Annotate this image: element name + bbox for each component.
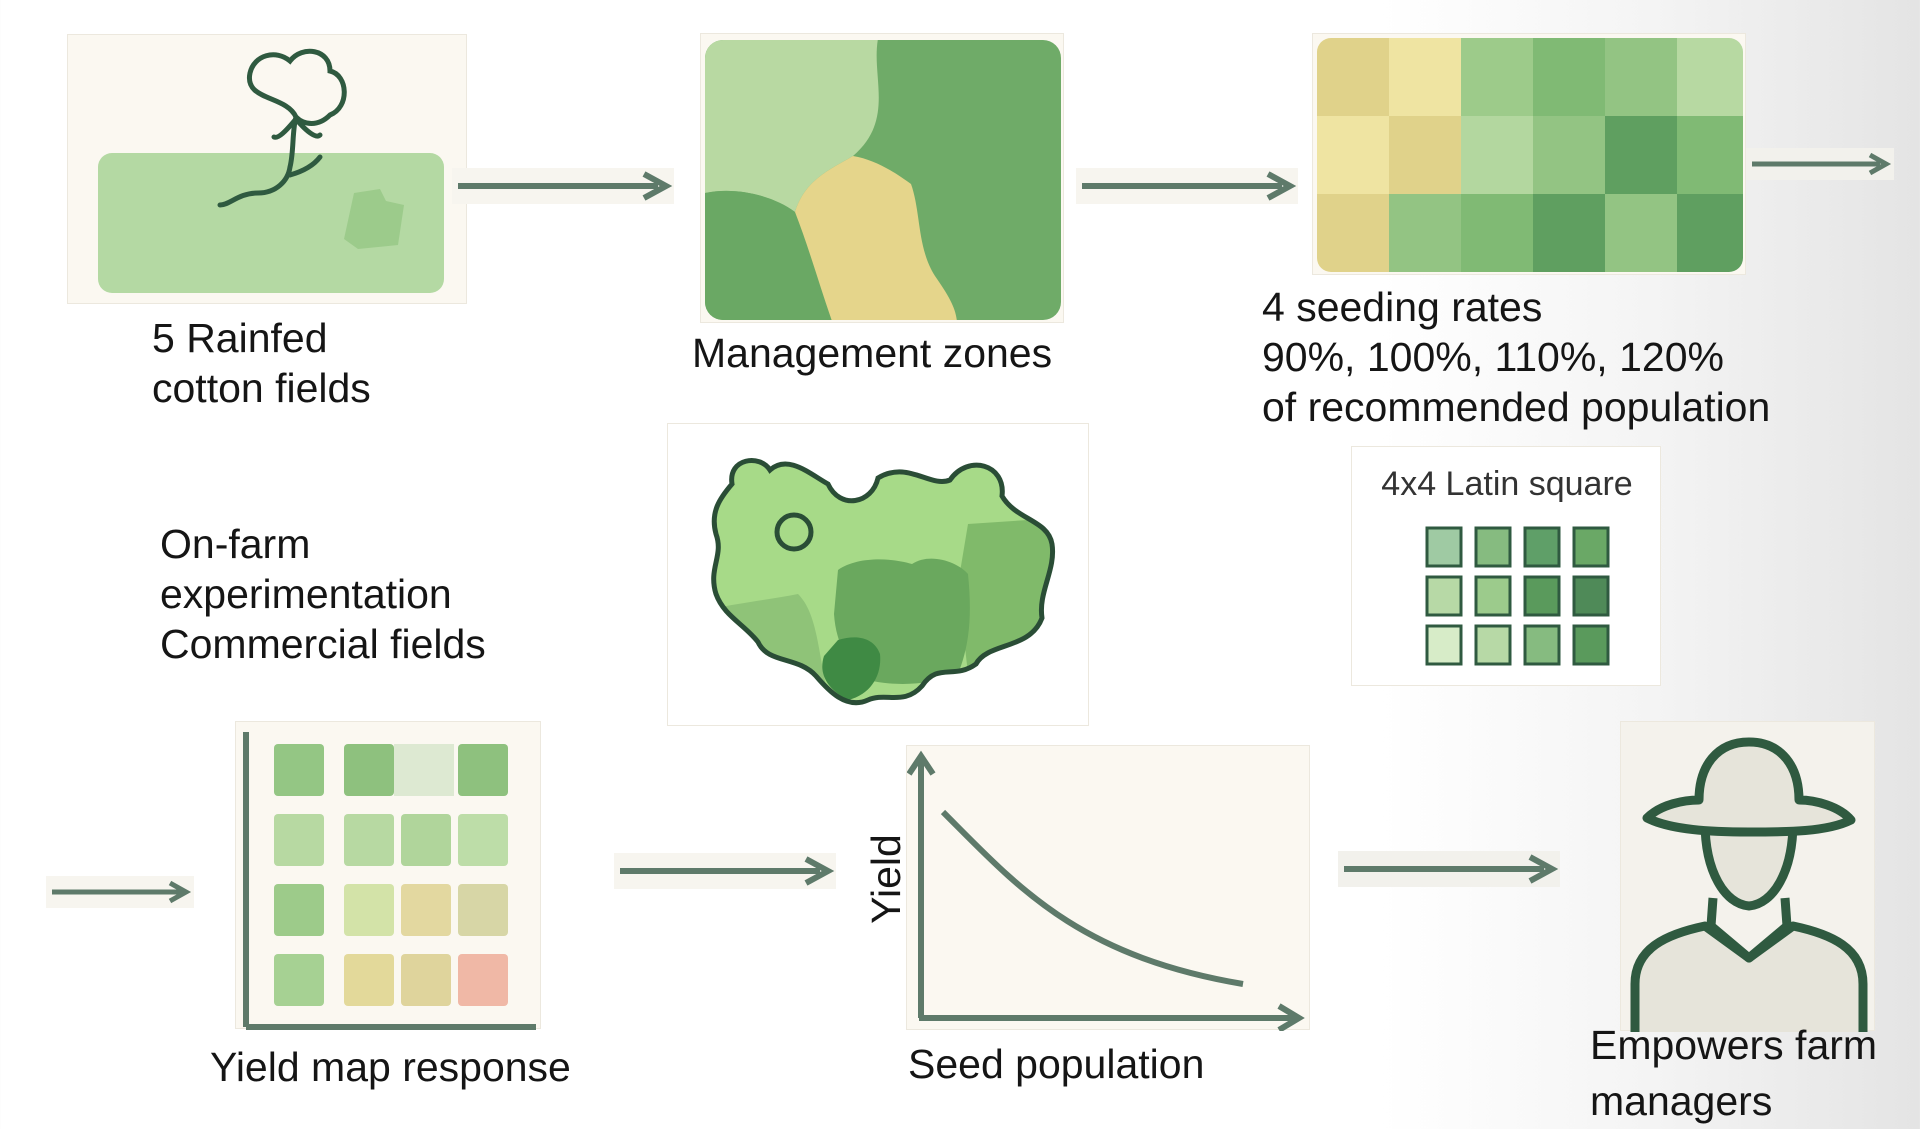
yield-response-curve	[907, 750, 1305, 1031]
cotton-fields-label-line1: 5 Rainfed	[152, 315, 328, 361]
management-zones-panel	[700, 33, 1064, 323]
ofe-label-line3: Commercial fields	[160, 621, 486, 667]
yield-map-grid	[243, 732, 536, 1030]
arrow-4-icon	[46, 876, 194, 908]
ofe-label-line2: experimentation	[160, 571, 452, 617]
response-curve	[940, 809, 1244, 987]
seeding-rates-label: 4 seeding rates 90%, 100%, 110%, 120% of…	[1262, 282, 1770, 432]
seeding-rate-grid	[1317, 38, 1743, 272]
seeding-rates-label-line3: of recommended population	[1262, 384, 1771, 430]
cotton-field-panel	[67, 34, 467, 304]
arrow-2-icon	[1076, 168, 1298, 204]
latin-square-panel: 4x4 Latin square	[1351, 446, 1661, 686]
farm-manager-panel	[1620, 721, 1875, 1032]
field-outline	[711, 458, 1056, 706]
yield-map-response-label: Yield map response	[210, 1044, 571, 1090]
latin-square-grid	[1425, 526, 1610, 666]
seeding-rates-panel	[1312, 33, 1746, 275]
arrow-5-icon	[614, 853, 836, 889]
commercial-field-map-panel	[667, 423, 1089, 726]
yield-response-chart-panel	[906, 745, 1310, 1031]
y-axis-label: Yield	[863, 834, 909, 924]
cotton-field-illustration	[98, 48, 444, 293]
arrow-6-icon	[1338, 851, 1560, 887]
seeding-rates-label-line1: 4 seeding rates	[1262, 284, 1543, 330]
farm-manager-icon	[1630, 737, 1868, 1032]
zone-mid	[705, 190, 833, 320]
head	[1700, 817, 1798, 911]
latin-square-title: 4x4 Latin square	[1381, 465, 1633, 503]
field-patch	[344, 189, 404, 249]
arrow-3-icon	[1746, 148, 1894, 180]
x-axis-label: Seed population	[908, 1041, 1205, 1087]
on-farm-experimentation-label: On-farm experimentation Commercial field…	[160, 519, 486, 669]
yield-map-panel	[235, 721, 541, 1030]
cotton-fields-label: 5 Rainfed cotton fields	[152, 313, 371, 413]
farm-managers-label-line2: managers	[1590, 1078, 1773, 1124]
management-zones-map	[705, 40, 1061, 320]
management-zones-label: Management zones	[692, 330, 1053, 376]
arrow-1-icon	[452, 168, 674, 204]
farm-managers-label: Empowers farm managers	[1590, 1017, 1877, 1129]
farm-managers-label-line1: Empowers farm	[1590, 1022, 1878, 1068]
pond-icon	[774, 512, 814, 552]
seeding-rates-label-line2: 90%, 100%, 110%, 120%	[1262, 334, 1724, 380]
field-rect	[98, 153, 444, 293]
commercial-field-map-icon	[711, 458, 1056, 706]
cotton-plant-icon	[217, 48, 347, 208]
cotton-fields-label-line2: cotton fields	[152, 365, 371, 411]
zone-light	[705, 40, 879, 212]
zone-yellow	[795, 156, 957, 320]
hat-icon	[1642, 737, 1856, 837]
ofe-label-line1: On-farm	[160, 521, 311, 567]
